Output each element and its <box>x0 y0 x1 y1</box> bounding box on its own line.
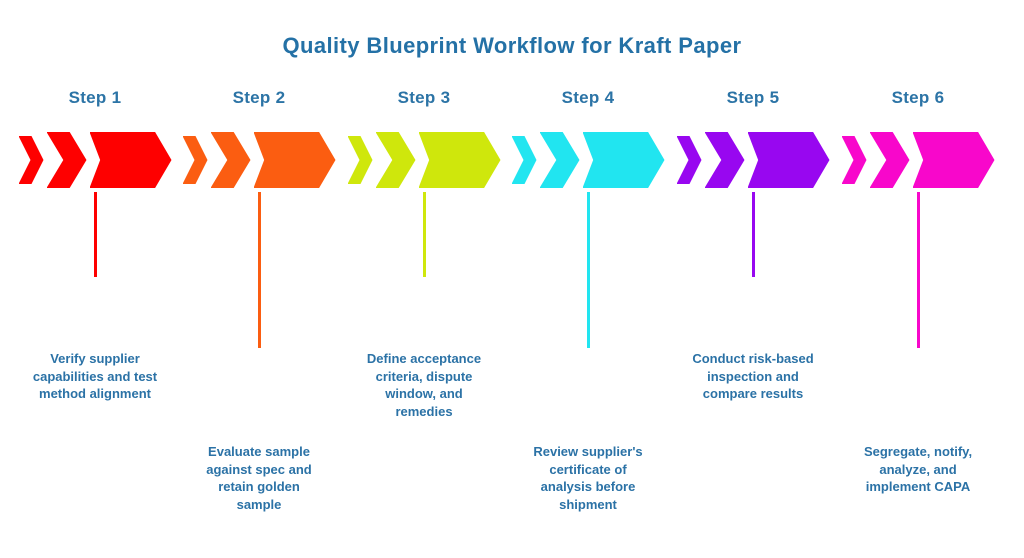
step-column-6: Step 6 Segregate, notify, analyze, and i… <box>836 88 1000 558</box>
step-2-label: Step 2 <box>232 88 286 107</box>
arrow-banner-icon <box>747 132 830 188</box>
arrow-banner-icon <box>253 132 336 188</box>
arrow-banner-icon <box>89 132 172 188</box>
chevron-small-icon <box>841 136 867 184</box>
arrow-banner-icon <box>418 132 501 188</box>
step-4-description: Review supplier's certificate of analysi… <box>533 444 643 512</box>
chevron-medium-icon <box>539 132 580 188</box>
step-2-description: Evaluate sample against spec and retain … <box>206 444 312 512</box>
step-4-label: Step 4 <box>561 88 615 107</box>
step-6-description: Segregate, notify, analyze, and implemen… <box>863 444 973 495</box>
step-2-connector-line <box>257 192 261 348</box>
step-4-connector-line <box>586 192 590 348</box>
step-3-description: Define acceptance criteria, dispute wind… <box>366 351 482 419</box>
arrow-banner-icon <box>582 132 665 188</box>
step-4-arrow-group <box>506 132 670 188</box>
step-2-arrow-group <box>177 132 341 188</box>
chevron-medium-icon <box>46 132 87 188</box>
step-3-connector-line <box>422 192 426 277</box>
step-column-5: Step 5 Conduct risk-based inspection and… <box>671 88 835 558</box>
step-1-description: Verify supplier capabilities and test me… <box>32 351 158 402</box>
chevron-small-icon <box>511 136 537 184</box>
chevron-medium-icon <box>869 132 910 188</box>
step-column-4: Step 4 Review supplier's certificate of … <box>506 88 670 558</box>
step-6-label: Step 6 <box>891 88 945 107</box>
chevron-medium-icon <box>704 132 745 188</box>
step-6-connector-line <box>916 192 920 348</box>
step-5-description: Conduct risk-based inspection and compar… <box>692 351 814 402</box>
chevron-small-icon <box>18 136 44 184</box>
step-1-label: Step 1 <box>68 88 122 107</box>
step-5-connector-line <box>751 192 755 277</box>
arrow-banner-icon <box>912 132 995 188</box>
step-3-label: Step 3 <box>397 88 451 107</box>
chevron-small-icon <box>347 136 373 184</box>
step-5-arrow-group <box>671 132 835 188</box>
step-column-1: Step 1 Verify supplier capabilities and … <box>13 88 177 558</box>
chevron-small-icon <box>676 136 702 184</box>
step-3-arrow-group <box>342 132 506 188</box>
chevron-medium-icon <box>210 132 251 188</box>
step-1-connector-line <box>93 192 97 277</box>
step-column-2: Step 2 Evaluate sample against spec and … <box>177 88 341 558</box>
step-1-arrow-group <box>13 132 177 188</box>
chevron-small-icon <box>182 136 208 184</box>
step-5-label: Step 5 <box>726 88 780 107</box>
step-column-3: Step 3 Define acceptance criteria, dispu… <box>342 88 506 558</box>
step-6-arrow-group <box>836 132 1000 188</box>
page-title: Quality Blueprint Workflow for Kraft Pap… <box>282 33 742 58</box>
workflow-diagram: Step 1 Verify supplier capabilities and … <box>0 88 1024 558</box>
chevron-medium-icon <box>375 132 416 188</box>
